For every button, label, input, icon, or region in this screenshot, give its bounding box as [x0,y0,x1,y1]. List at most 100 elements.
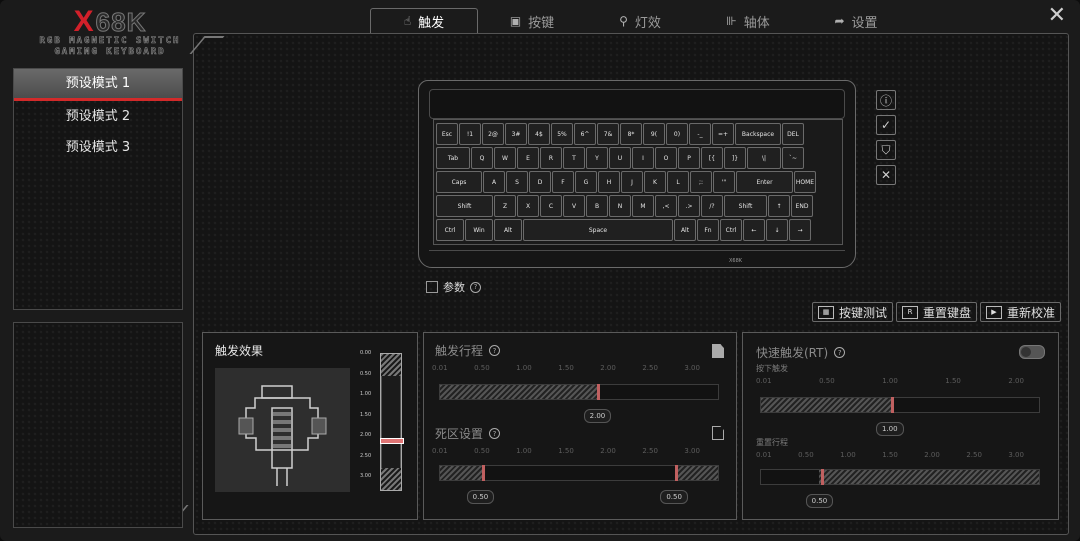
key[interactable]: Tab [436,147,470,169]
key[interactable]: D [529,171,551,193]
key[interactable]: ,< [655,195,677,217]
key[interactable]: ← [743,219,765,241]
key[interactable]: [{ [701,147,723,169]
reset-thumb[interactable] [820,469,824,485]
key[interactable]: `~ [782,147,804,169]
rapid-trigger-toggle[interactable] [1019,345,1045,359]
key[interactable]: 5% [551,123,573,145]
key[interactable]: 4$ [528,123,550,145]
key[interactable]: 2@ [482,123,504,145]
key[interactable]: \| [747,147,781,169]
key[interactable]: ;: [690,171,712,193]
key[interactable]: G [575,171,597,193]
key[interactable]: 3# [505,123,527,145]
reset-travel-slider[interactable] [760,469,1040,485]
key[interactable]: L [667,171,689,193]
deadzone-high-thumb[interactable] [675,465,679,481]
key[interactable]: DEL [782,123,804,145]
key[interactable]: END [791,195,813,217]
param-checkbox[interactable] [426,281,438,293]
key[interactable]: Alt [494,219,522,241]
key[interactable]: T [563,147,585,169]
key[interactable]: Space [523,219,673,241]
key[interactable]: Shift [436,195,493,217]
help-icon[interactable]: ? [489,428,501,439]
preset-mode-3[interactable]: 预设模式 3 [65,140,131,155]
help-icon[interactable]: ? [470,281,481,293]
key[interactable]: U [609,147,631,169]
trigger-effect-slider[interactable] [380,353,404,491]
key[interactable]: E [517,147,539,169]
key[interactable]: Enter [736,171,793,193]
key[interactable]: ↓ [766,219,788,241]
shield-check-icon[interactable]: ⛉ [876,140,896,160]
key[interactable]: Y [586,147,608,169]
key[interactable]: Alt [674,219,696,241]
key[interactable]: Backspace [735,123,781,145]
help-icon[interactable]: ? [834,347,846,358]
key[interactable]: 7& [597,123,619,145]
action-button-2[interactable]: ▶重新校准 [980,302,1062,322]
deadzone-low-thumb[interactable] [481,465,485,481]
key[interactable]: Caps [436,171,482,193]
key[interactable]: Ctrl [436,219,464,241]
key[interactable]: X [517,195,539,217]
key[interactable]: S [506,171,528,193]
key[interactable]: P [678,147,700,169]
key[interactable]: 0) [666,123,688,145]
key[interactable]: K [644,171,666,193]
key[interactable]: Win [465,219,493,241]
press-trigger-slider[interactable] [760,397,1040,413]
doc-outline-icon[interactable] [712,426,724,440]
trigger-effect-thumb[interactable] [380,438,404,444]
key[interactable]: B [586,195,608,217]
param-checkbox-row[interactable]: 参数 ? [426,279,481,295]
key[interactable]: A [483,171,505,193]
key[interactable]: I [632,147,654,169]
press-thumb[interactable] [891,397,894,413]
key[interactable]: !1 [459,123,481,145]
key[interactable]: -_ [689,123,711,145]
key[interactable]: ↑ [768,195,790,217]
key[interactable]: W [494,147,516,169]
key[interactable]: M [632,195,654,217]
key[interactable]: → [789,219,811,241]
tab-0[interactable]: ☝触发 [370,8,478,35]
help-icon[interactable]: ? [489,345,501,356]
key[interactable]: R [540,147,562,169]
key[interactable]: =+ [712,123,734,145]
key[interactable]: Fn [697,219,719,241]
preset-mode-2[interactable]: 预设模式 2 [65,109,131,124]
key[interactable]: H [598,171,620,193]
key[interactable]: F [552,171,574,193]
key[interactable]: 6^ [574,123,596,145]
tab-2[interactable]: ⚲灯效 [586,8,694,34]
tab-4[interactable]: ➦设置 [802,8,910,34]
travel-thumb[interactable] [596,384,600,400]
key[interactable]: N [609,195,631,217]
key[interactable]: ]} [724,147,746,169]
info-icon[interactable]: ⓘ [876,90,896,110]
tab-1[interactable]: ▣按键 [478,8,586,34]
key[interactable]: Esc [436,123,458,145]
key[interactable]: Ctrl [720,219,742,241]
key[interactable]: Z [494,195,516,217]
key[interactable]: 8* [620,123,642,145]
key[interactable]: Shift [724,195,767,217]
key[interactable]: .> [678,195,700,217]
key[interactable]: 9( [643,123,665,145]
key[interactable]: /? [701,195,723,217]
close-icon[interactable]: ✕ [1047,3,1066,28]
key[interactable]: Q [471,147,493,169]
action-button-0[interactable]: ▦按键测试 [812,302,894,322]
key[interactable]: '" [713,171,735,193]
tab-3[interactable]: ⊪轴体 [694,8,802,34]
key[interactable]: J [621,171,643,193]
preset-mode-1[interactable]: 预设模式 1 [14,69,182,101]
deadzone-slider[interactable] [439,465,719,481]
key[interactable]: O [655,147,677,169]
save-doc-icon[interactable] [712,344,724,358]
key[interactable]: V [563,195,585,217]
x-box-icon[interactable]: ✕ [876,165,896,185]
